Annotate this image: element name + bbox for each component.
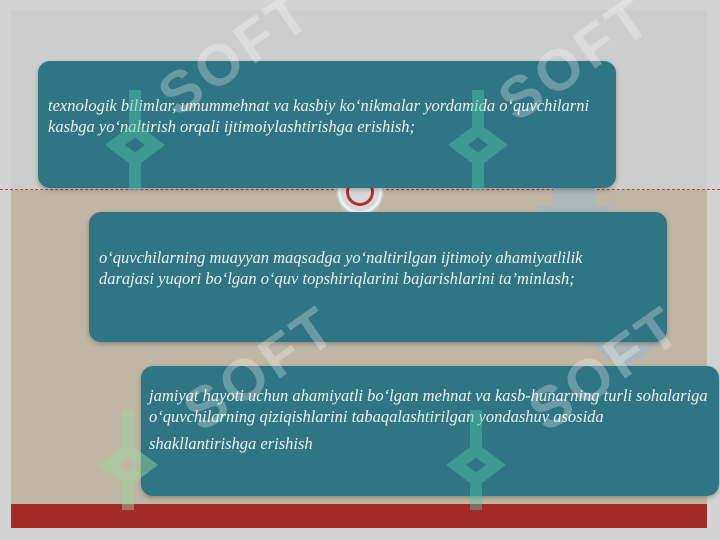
step-box-1: texnologik bilimlar, umummehnat va kasbi… [38,61,616,188]
step-2-text: oʻquvchilarning muayyan maqsadga yoʻnalt… [99,248,583,288]
bottom-stripe [11,504,707,528]
step-1-text: texnologik bilimlar, umummehnat va kasbi… [48,96,590,136]
step-3-text-line-1: jamiyat hayoti uchun ahamiyatli boʻlgan … [149,386,708,426]
step-box-2: oʻquvchilarning muayyan maqsadga yoʻnalt… [89,212,667,342]
step-box-3: jamiyat hayoti uchun ahamiyatli boʻlgan … [141,366,719,496]
step-3-text-line-2: shakllantirishga erishish [149,434,313,453]
